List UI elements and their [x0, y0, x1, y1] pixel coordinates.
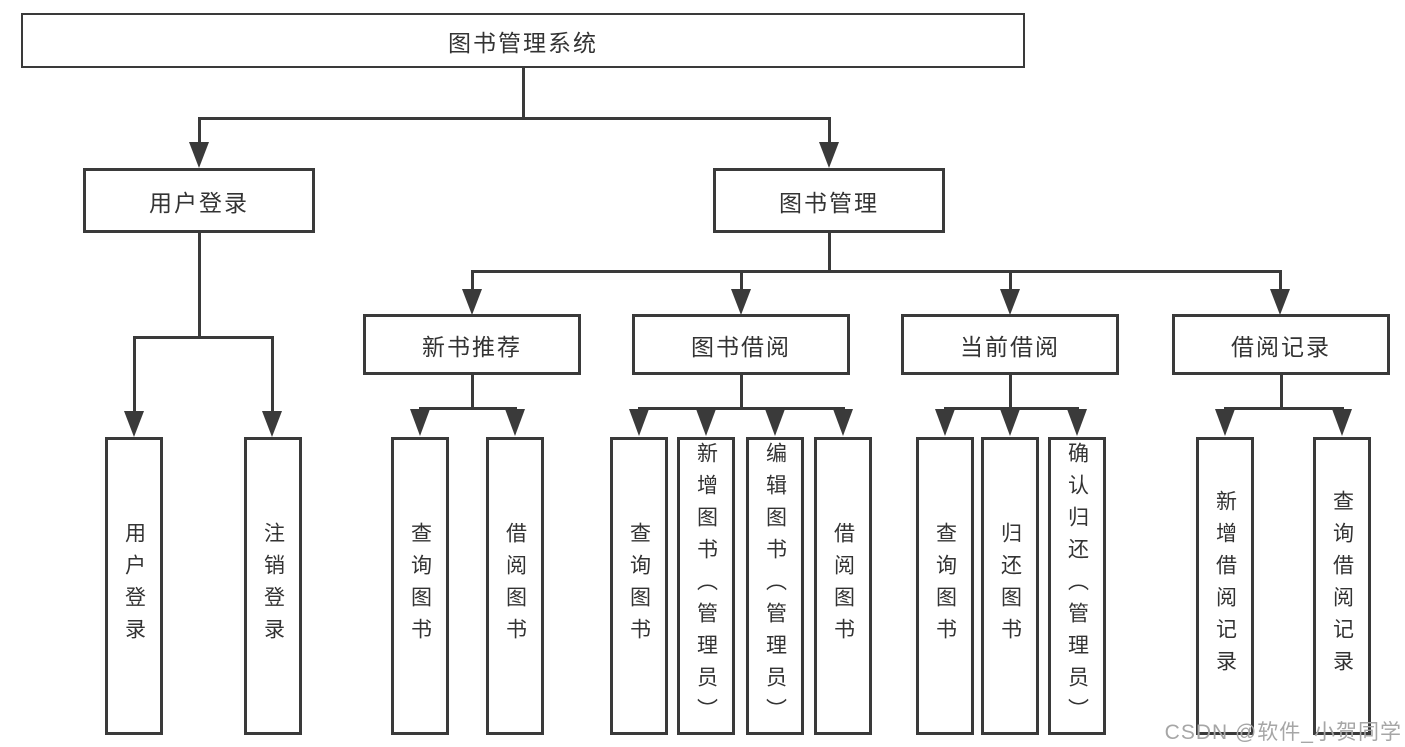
leaf-confirm-return-admin-label: 确认归还（管理员） [1065, 442, 1089, 730]
connector-user-login-stem [198, 233, 201, 339]
arrowhead-newbook-query [410, 409, 430, 436]
connector-stub-book-borrow [740, 270, 743, 291]
arrowhead-return-books [1000, 409, 1020, 436]
node-current-borrow: 当前借阅 [901, 314, 1119, 375]
leaf-edit-books-admin: 编辑图书（管理员） [746, 437, 804, 735]
leaf-current-query-books: 查询图书 [916, 437, 974, 735]
connector-new-book-bar [419, 407, 517, 410]
leaf-newbook-query-books-label: 查询图书 [408, 522, 432, 650]
connector-book-borrow-stem [740, 375, 743, 410]
arrowhead-newbook-borrow [505, 409, 525, 436]
leaf-logout: 注销登录 [244, 437, 302, 735]
connector-stub-leaf-logout [271, 336, 274, 413]
arrowhead-current-borrow [1000, 289, 1020, 315]
node-new-book-recommend: 新书推荐 [363, 314, 581, 375]
leaf-borrow-books: 借阅图书 [814, 437, 872, 735]
connector-stub-current-borrow [1009, 270, 1012, 291]
leaf-add-borrow-record-label: 新增借阅记录 [1213, 490, 1237, 682]
arrowhead-edit-books [765, 409, 785, 436]
connector-new-book-stem [471, 375, 474, 410]
connector-current-borrow-bar [944, 407, 1079, 410]
leaf-edit-books-admin-label: 编辑图书（管理员） [763, 442, 787, 730]
leaf-add-borrow-record: 新增借阅记录 [1196, 437, 1254, 735]
leaf-user-login-label: 用户登录 [122, 522, 146, 650]
arrowhead-query-record [1332, 409, 1352, 436]
connector-book-management-bar [471, 270, 1282, 273]
arrowhead-leaf-user-login [124, 411, 144, 437]
leaf-confirm-return-admin: 确认归还（管理员） [1048, 437, 1106, 735]
arrowhead-user-login [189, 142, 209, 168]
connector-book-management-stem [828, 233, 831, 273]
arrowhead-new-book [462, 289, 482, 315]
node-book-management: 图书管理 [713, 168, 945, 233]
leaf-user-login: 用户登录 [105, 437, 163, 735]
leaf-newbook-query-books: 查询图书 [391, 437, 449, 735]
leaf-add-books-admin-label: 新增图书（管理员） [694, 442, 718, 730]
node-book-borrow-label: 图书借阅 [691, 333, 791, 360]
connector-stub-new-book [471, 270, 474, 291]
connector-user-login-bar [133, 336, 274, 339]
arrowhead-borrow-record [1270, 289, 1290, 315]
connector-stub-user-login [198, 117, 201, 144]
leaf-newbook-borrow-books-label: 借阅图书 [503, 522, 527, 650]
leaf-return-books-label: 归还图书 [998, 522, 1022, 650]
node-root-system-label: 图书管理系统 [448, 29, 598, 56]
node-root-system: 图书管理系统 [21, 13, 1025, 68]
connector-stub-borrow-record [1279, 270, 1282, 291]
node-book-borrow: 图书借阅 [632, 314, 850, 375]
leaf-query-borrow-record: 查询借阅记录 [1313, 437, 1371, 735]
connector-root-stem [522, 68, 525, 119]
leaf-current-query-books-label: 查询图书 [933, 522, 957, 650]
node-user-login-label: 用户登录 [149, 189, 249, 216]
node-current-borrow-label: 当前借阅 [960, 333, 1060, 360]
node-book-management-label: 图书管理 [779, 189, 879, 216]
node-user-login: 用户登录 [83, 168, 315, 233]
connector-borrow-record-stem [1280, 375, 1283, 410]
node-new-book-recommend-label: 新书推荐 [422, 333, 522, 360]
connector-root-bar [198, 117, 831, 120]
arrowhead-book-borrow [731, 289, 751, 315]
node-borrow-record-label: 借阅记录 [1231, 333, 1331, 360]
arrowhead-borrow-query [629, 409, 649, 436]
arrowhead-leaf-logout [262, 411, 282, 437]
node-borrow-record: 借阅记录 [1172, 314, 1390, 375]
leaf-borrow-query-books-label: 查询图书 [627, 522, 651, 650]
leaf-logout-label: 注销登录 [261, 522, 285, 650]
connector-stub-leaf-user-login [133, 336, 136, 413]
arrowhead-book-management [819, 142, 839, 168]
leaf-newbook-borrow-books: 借阅图书 [486, 437, 544, 735]
arrowhead-add-books [696, 409, 716, 436]
leaf-borrow-books-label: 借阅图书 [831, 522, 855, 650]
arrowhead-current-query [935, 409, 955, 436]
arrowhead-add-record [1215, 409, 1235, 436]
connector-borrow-record-bar [1224, 407, 1344, 410]
arrowhead-borrow-books [833, 409, 853, 436]
arrowhead-confirm-return [1067, 409, 1087, 436]
leaf-add-books-admin: 新增图书（管理员） [677, 437, 735, 735]
connector-book-borrow-bar [638, 407, 845, 410]
leaf-borrow-query-books: 查询图书 [610, 437, 668, 735]
csdn-watermark: CSDN @软件_小贺同学 [1164, 721, 1402, 744]
leaf-return-books: 归还图书 [981, 437, 1039, 735]
connector-stub-book-management [828, 117, 831, 144]
connector-current-borrow-stem [1009, 375, 1012, 410]
leaf-query-borrow-record-label: 查询借阅记录 [1330, 490, 1354, 682]
